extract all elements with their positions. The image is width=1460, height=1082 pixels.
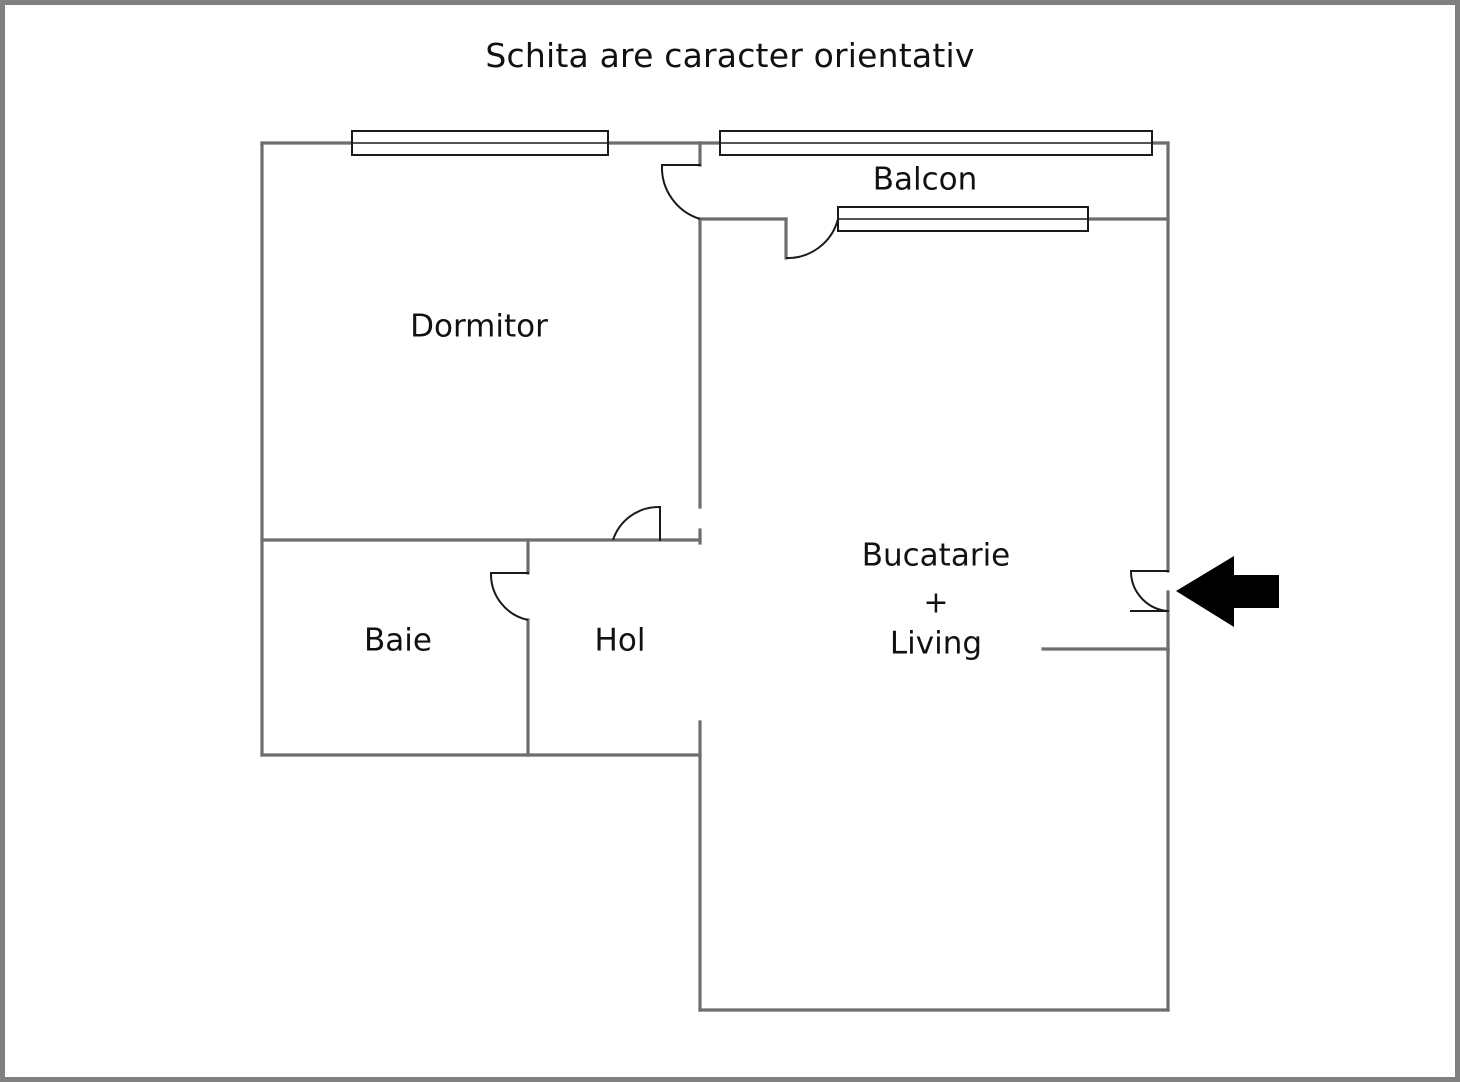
- room-label-group: Dormitor Balcon Baie Hol Bucatarie + Liv…: [364, 162, 1010, 662]
- door-balcon-lower: [785, 218, 839, 260]
- page-title: Schita are caracter orientativ: [485, 36, 975, 75]
- room-label-baie: Baie: [364, 623, 432, 659]
- door-group: [489, 164, 1169, 621]
- window-group: [351, 130, 1153, 232]
- door-dormitor-hol: [612, 505, 661, 541]
- wall-group-outline: [260, 141, 1170, 1012]
- window-balcon-south: [837, 206, 1089, 232]
- room-label-dormitor: Dormitor: [410, 309, 548, 345]
- room-label-living: Living: [890, 626, 982, 662]
- door-entrance: [1129, 570, 1169, 612]
- room-label-hol: Hol: [595, 623, 646, 659]
- door-balcon-upper: [660, 164, 701, 220]
- door-baie-hol: [489, 572, 529, 621]
- entrance-direction-arrow: [1176, 556, 1279, 627]
- window-balcon-north: [719, 130, 1153, 156]
- window-dormitor-north: [351, 130, 609, 156]
- room-label-bucatarie: Bucatarie: [862, 538, 1011, 574]
- room-label-plus: +: [923, 586, 948, 621]
- room-label-balcon: Balcon: [873, 162, 978, 198]
